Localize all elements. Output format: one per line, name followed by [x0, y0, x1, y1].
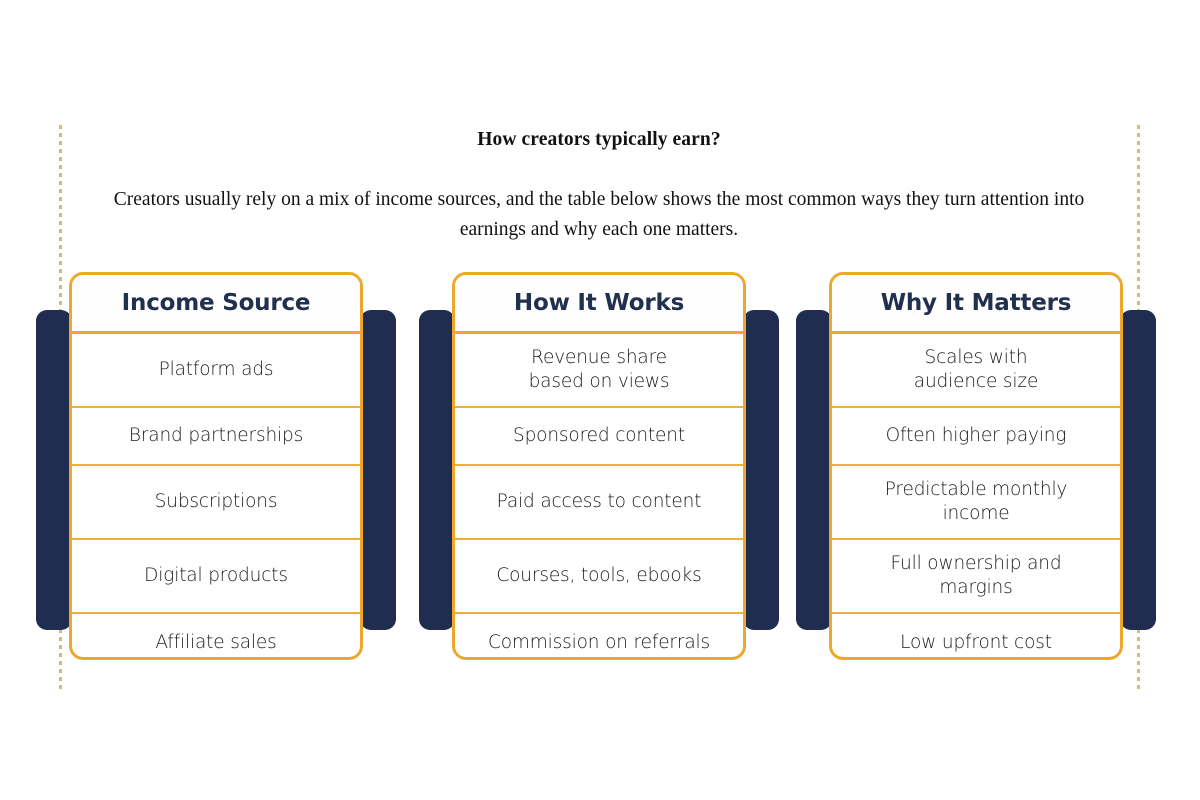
table-row[interactable]: Sponsored content [455, 408, 743, 466]
navy-backing-slab-right [360, 310, 396, 630]
navy-backing-slab-left [36, 310, 72, 630]
table-cell-text: Brand partnerships [128, 424, 304, 446]
column-header-label: How It Works [513, 289, 685, 316]
table-cell-text: Platform ads [158, 358, 274, 380]
table-cell-text: Predictable monthly income [884, 478, 1068, 524]
page-subtitle: Creators usually rely on a mix of income… [113, 189, 1085, 240]
table-row[interactable]: Often higher paying [832, 408, 1120, 466]
table-cell-text: Commission on referrals [487, 631, 711, 653]
table-row[interactable]: Scales with audience size [832, 334, 1120, 408]
table-cell-text: Full ownership and margins [890, 552, 1062, 598]
table-row[interactable]: Full ownership and margins [832, 540, 1120, 614]
table-row[interactable]: Brand partnerships [72, 408, 360, 466]
column-header: Why It Matters [832, 275, 1120, 334]
table-row[interactable]: Digital products [72, 540, 360, 614]
table-cell-text: Paid access to content [496, 490, 702, 512]
table-row[interactable]: Predictable monthly income [832, 466, 1120, 540]
table-row[interactable]: Paid access to content [455, 466, 743, 540]
table-row[interactable]: Affiliate sales [72, 614, 360, 657]
page-title: How creators typically earn? [477, 129, 721, 150]
table-cell-text: Digital products [144, 564, 288, 586]
table-cell-text: Subscriptions [154, 490, 278, 512]
table-column-why-it-matters: Why It Matters Scales with audience size… [796, 272, 1156, 662]
table-column-how-it-works: How It Works Revenue share based on view… [419, 272, 779, 662]
table-cell-text: Affiliate sales [155, 631, 277, 653]
column-card[interactable]: Income Source Platform ads Brand partner… [69, 272, 363, 660]
column-rows: Revenue share based on views Sponsored c… [455, 334, 743, 657]
column-header: How It Works [455, 275, 743, 334]
table-row[interactable]: Platform ads [72, 334, 360, 408]
table-cell-text: Sponsored content [513, 424, 685, 446]
table-cell-text: Low upfront cost [900, 631, 1052, 653]
table-cell-text: Courses, tools, ebooks [496, 564, 702, 586]
navy-backing-slab-right [743, 310, 779, 630]
column-header: Income Source [72, 275, 360, 334]
table-column-income-source: Income Source Platform ads Brand partner… [36, 272, 396, 662]
column-card[interactable]: How It Works Revenue share based on view… [452, 272, 746, 660]
column-header-label: Income Source [121, 289, 311, 316]
table-cell-text: Scales with audience size [913, 346, 1039, 392]
table-row[interactable]: Subscriptions [72, 466, 360, 540]
column-card[interactable]: Why It Matters Scales with audience size… [829, 272, 1123, 660]
navy-backing-slab-right [1120, 310, 1156, 630]
table-row[interactable]: Revenue share based on views [455, 334, 743, 408]
table-cell-text: Revenue share based on views [528, 346, 670, 392]
table-row[interactable]: Courses, tools, ebooks [455, 540, 743, 614]
column-header-label: Why It Matters [880, 289, 1072, 316]
income-table: Income Source Platform ads Brand partner… [0, 272, 1200, 664]
table-row[interactable]: Low upfront cost [832, 614, 1120, 657]
table-row[interactable]: Commission on referrals [455, 614, 743, 657]
navy-backing-slab-left [419, 310, 455, 630]
column-rows: Platform ads Brand partnerships Subscrip… [72, 334, 360, 657]
column-rows: Scales with audience size Often higher p… [832, 334, 1120, 657]
header-block: How creators typically earn? Creators us… [60, 128, 1138, 244]
table-cell-text: Often higher paying [885, 424, 1067, 446]
navy-backing-slab-left [796, 310, 832, 630]
